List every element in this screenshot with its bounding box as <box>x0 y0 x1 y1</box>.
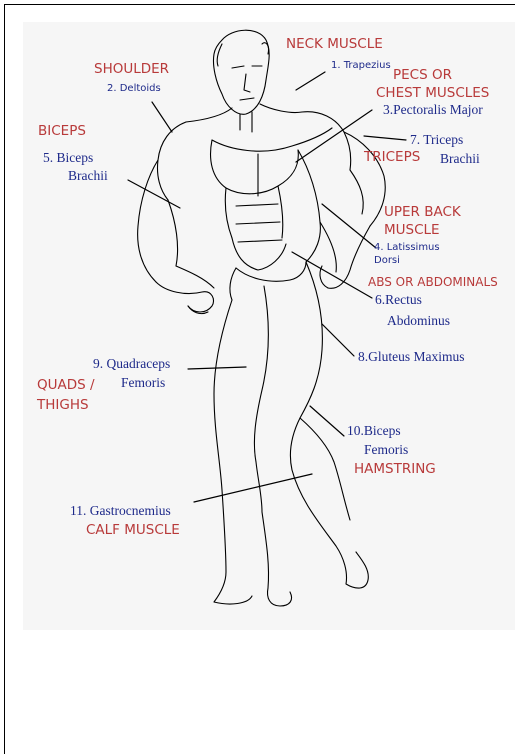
label-quadraceps-1: 9. Quadraceps <box>93 356 170 372</box>
neck-traps-drawing <box>186 104 302 132</box>
leader-gastrocnemius <box>194 474 312 502</box>
label-triceps-brachii-2: Brachii <box>440 151 480 167</box>
leader-biceps-brachii <box>128 180 180 208</box>
label-neck-muscle: NECK MUSCLE <box>286 37 383 53</box>
leader-pectoralis <box>296 110 372 162</box>
leader-gluteus <box>322 324 354 356</box>
label-biceps-femoris-1: 10.Biceps <box>347 423 401 439</box>
label-pecs-line1: PECS OR <box>393 68 452 84</box>
label-quads-1: QUADS / <box>37 378 95 394</box>
legs-drawing <box>214 262 368 606</box>
leader-deltoids <box>152 102 172 132</box>
label-shoulder: SHOULDER <box>94 62 169 78</box>
leader-biceps-femoris <box>310 406 344 436</box>
label-abs: ABS OR ABDOMINALS <box>368 276 498 290</box>
label-upper-back-1: UPER BACK <box>384 205 461 221</box>
label-trapezius: 1. Trapezius <box>331 60 391 72</box>
label-biceps-femoris-2: Femoris <box>364 442 408 458</box>
label-triceps-brachii-1: 7. Triceps <box>410 132 463 148</box>
label-rectus-1: 6.Rectus <box>375 292 422 308</box>
label-gluteus-maximus: 8.Gluteus Maximus <box>358 349 465 365</box>
label-deltoids: 2. Deltoids <box>107 83 161 95</box>
label-triceps: TRICEPS <box>364 150 420 166</box>
label-quadraceps-2: Femoris <box>121 375 165 391</box>
leader-quadraceps <box>188 367 246 369</box>
label-biceps: BICEPS <box>38 124 86 140</box>
label-pecs-line2: CHEST MUSCLES <box>376 86 489 102</box>
leader-rectus <box>292 252 372 298</box>
leader-triceps-brachii <box>364 136 406 140</box>
torso-drawing <box>157 112 350 270</box>
label-pectoralis-major: 3.Pectoralis Major <box>383 102 483 118</box>
head-drawing <box>213 30 269 114</box>
hips-drawing <box>230 262 306 300</box>
label-biceps-brachii-2: Brachii <box>68 168 108 184</box>
leader-trapezius <box>296 72 325 90</box>
label-hamstring: HAMSTRING <box>354 462 436 478</box>
label-quads-2: THIGHS <box>37 398 89 414</box>
label-gastrocnemius: 11. Gastrocnemius <box>70 503 171 519</box>
label-calf-muscle: CALF MUSCLE <box>86 523 180 539</box>
label-biceps-brachii-1: 5. Biceps <box>43 150 93 166</box>
label-upper-back-2: MUSCLE <box>384 223 440 239</box>
label-latissimus-2: Dorsi <box>374 255 400 267</box>
label-latissimus-1: 4. Latissimus <box>374 242 440 254</box>
label-rectus-2: Abdominus <box>387 313 450 329</box>
left-arm-drawing <box>138 160 214 314</box>
